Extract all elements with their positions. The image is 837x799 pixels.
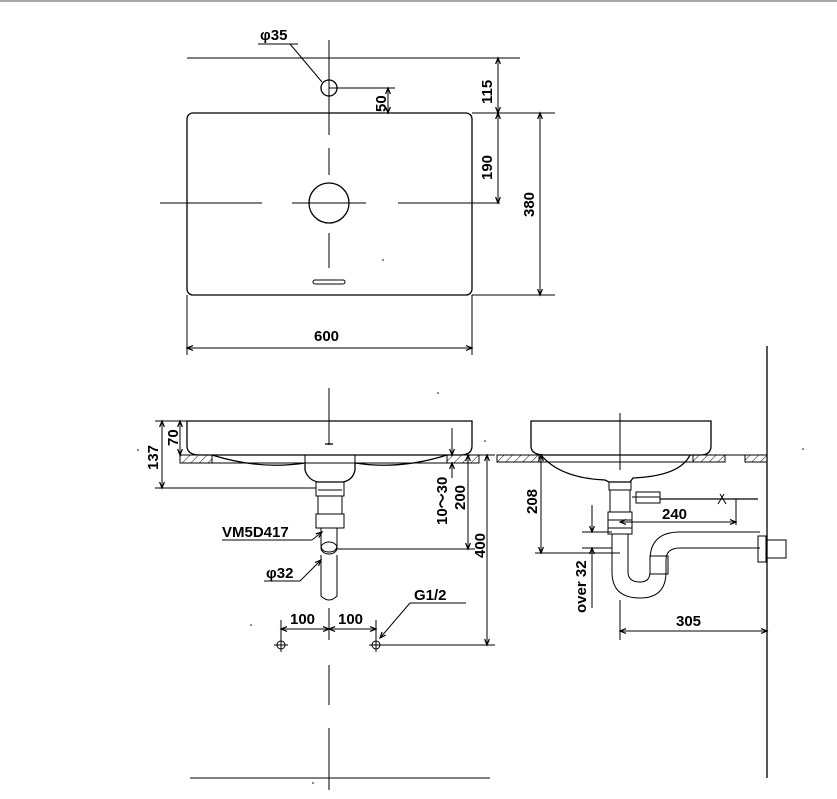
basin-bowl-side bbox=[541, 455, 690, 482]
drain-body bbox=[318, 496, 342, 514]
wall-pipe bbox=[766, 540, 786, 558]
overflow-head bbox=[636, 492, 660, 503]
overflow-slot bbox=[313, 280, 345, 284]
basin-rim-side bbox=[531, 421, 711, 455]
counter-hatch-right bbox=[745, 455, 767, 462]
label-width-600: 600 bbox=[314, 328, 339, 345]
label-dim-137: 137 bbox=[145, 445, 162, 470]
chain-link bbox=[720, 494, 726, 504]
side-view: 208 240 over 32 305 bbox=[497, 346, 804, 778]
counter-hatch-right bbox=[447, 455, 479, 463]
label-dim-240: 240 bbox=[662, 506, 687, 523]
dot bbox=[137, 449, 139, 451]
plan-view: φ35 50 115 190 380 600 bbox=[160, 27, 555, 355]
counter-hatch-left bbox=[497, 455, 539, 462]
dot bbox=[484, 440, 486, 442]
label-dim-400: 400 bbox=[472, 533, 489, 558]
label-dim-115: 115 bbox=[479, 80, 496, 104]
dot bbox=[802, 448, 804, 450]
chain-link bbox=[718, 494, 724, 504]
dot bbox=[250, 624, 252, 626]
front-view: 137 70 10～30 200 400 VM5D417 φ32 bbox=[137, 388, 495, 790]
dot bbox=[312, 782, 314, 784]
label-thread-size: G1/2 bbox=[414, 587, 447, 604]
label-dim-208: 208 bbox=[524, 489, 541, 514]
label-pipe-diameter: φ32 bbox=[266, 565, 293, 582]
label-dim-10-30: 10～30 bbox=[434, 477, 451, 525]
label-offset-50: 50 bbox=[373, 95, 390, 112]
wall-flange bbox=[758, 536, 766, 562]
drain-nut-side bbox=[608, 512, 632, 534]
label-dim-190: 190 bbox=[479, 155, 496, 180]
label-spacing-left: 100 bbox=[290, 611, 315, 628]
drain-nut bbox=[316, 514, 344, 528]
label-spacing-right: 100 bbox=[338, 611, 363, 628]
trap-joint bbox=[650, 556, 668, 574]
trap-top bbox=[321, 528, 337, 552]
counter-hatch-mid bbox=[693, 455, 725, 462]
dot bbox=[437, 392, 439, 394]
label-part-code: VM5D417 bbox=[222, 524, 289, 541]
trap-pipe bbox=[321, 555, 337, 600]
label-dim-380: 380 bbox=[521, 192, 538, 217]
leader-line bbox=[290, 44, 322, 82]
leader-line bbox=[380, 603, 410, 638]
drain-body-side bbox=[610, 490, 630, 512]
counter-hatch-left bbox=[180, 455, 212, 463]
dot bbox=[382, 259, 384, 261]
label-hole-diameter: φ35 bbox=[260, 27, 287, 44]
label-dim-200: 200 bbox=[452, 485, 469, 510]
basin-bowl bbox=[212, 455, 447, 482]
drain-body-side bbox=[609, 482, 631, 490]
p-trap bbox=[612, 534, 760, 598]
leader-line bbox=[312, 532, 322, 540]
leader-line bbox=[300, 560, 321, 581]
label-over-32: over 32 bbox=[573, 560, 590, 613]
drain-body bbox=[316, 482, 344, 496]
p-trap bbox=[628, 532, 760, 582]
label-dim-70: 70 bbox=[165, 429, 182, 446]
label-dim-305: 305 bbox=[676, 613, 701, 630]
